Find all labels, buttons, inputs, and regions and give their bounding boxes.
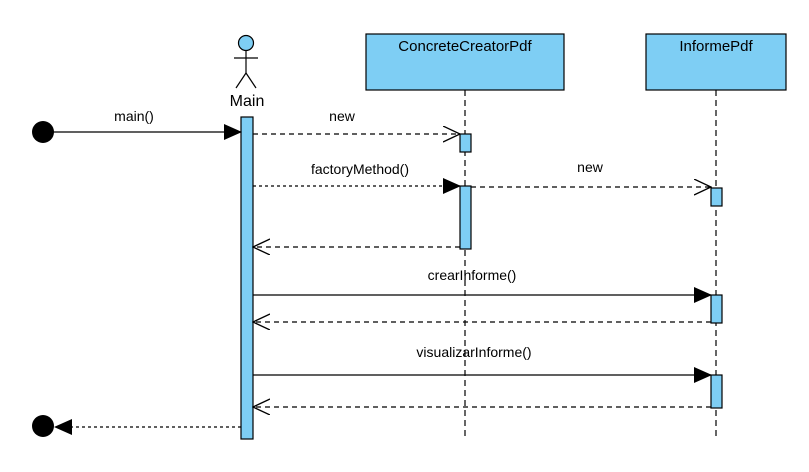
participant-label: InformePdf [679,38,753,55]
participant-label: ConcreteCreatorPdf [398,38,532,55]
message-main[interactable]: main() [32,108,242,143]
message-new-informe[interactable]: new [471,159,711,187]
activation-bar-informe-crear [710,294,723,324]
participant-informepdf[interactable]: InformePdf [645,33,787,91]
activation-bar-informe-visualizar [710,374,723,409]
actor-stick-figure-icon [234,34,258,89]
message-label: new [577,159,604,175]
message-crear-informe[interactable]: crearInforme() [253,267,712,303]
lost-message-end-icon [32,415,54,437]
actor-main[interactable]: Main [230,34,265,111]
participant-concretecreatorpdf[interactable]: ConcreteCreatorPdf [365,33,565,91]
message-label: factoryMethod() [311,161,409,177]
message-return-main[interactable] [32,415,241,437]
activation-bar-creator-new [459,133,472,153]
message-label: new [329,108,356,124]
message-new-creator[interactable]: new [253,108,460,134]
actor-label: Main [230,93,265,110]
participant-box [365,33,565,91]
activation-bar-informe-new [710,187,723,207]
activation-bar-creator-factory [459,185,472,250]
message-label: main() [114,108,154,124]
participant-box [645,33,787,91]
message-visualizar-informe[interactable]: visualizarInforme() [253,344,712,383]
activation-bar-main [240,116,254,440]
message-factory-method[interactable]: factoryMethod() [253,161,461,194]
message-label: crearInforme() [428,267,517,283]
message-label: visualizarInforme() [416,344,531,360]
